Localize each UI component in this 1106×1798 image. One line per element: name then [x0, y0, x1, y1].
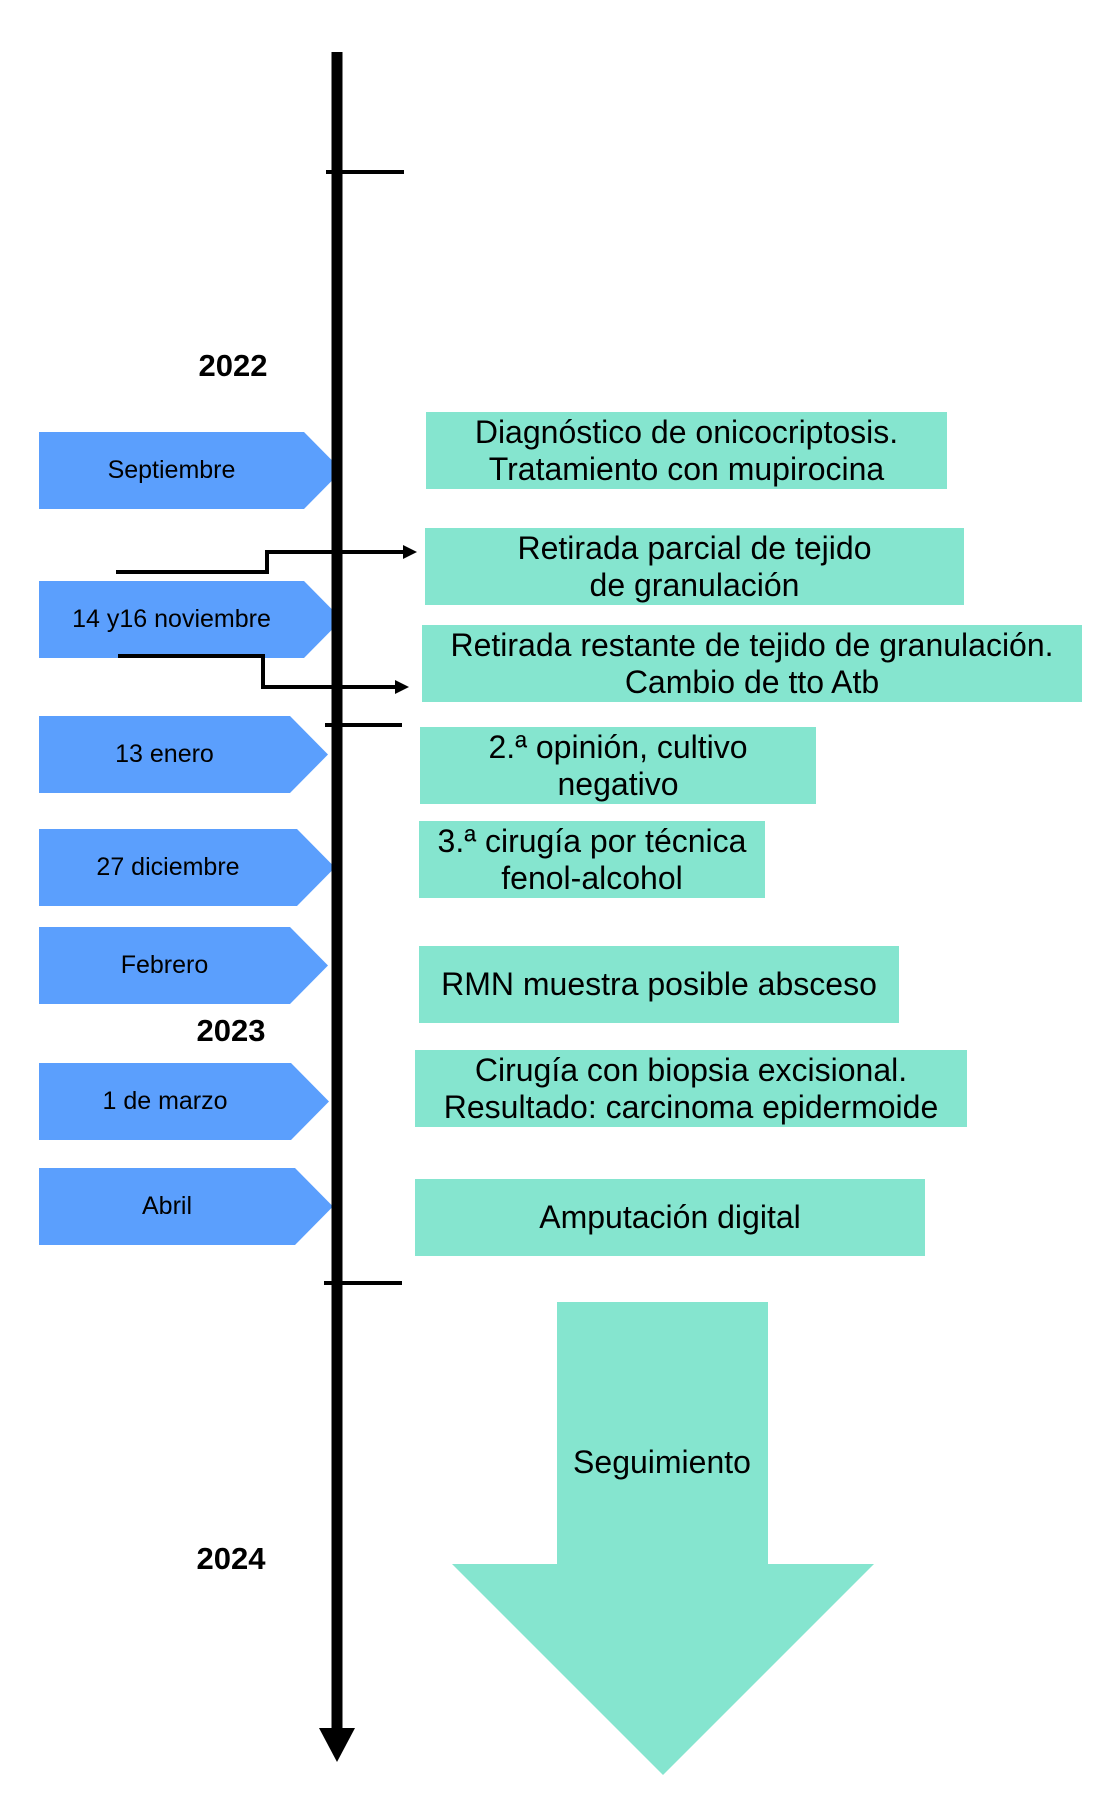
year-label-2022: 2022	[198, 348, 268, 383]
event-retirada-parcial: Retirada parcial de tejido de granulació…	[425, 528, 964, 605]
connector-lower	[118, 654, 396, 689]
date-arrow-1-marzo	[39, 1063, 329, 1140]
timeline-arrowhead-icon	[319, 1728, 355, 1762]
event-diagnostico: Diagnóstico de onicocriptosis. Tratamien…	[426, 412, 947, 489]
event-rmn: RMN muestra posible absceso	[419, 946, 899, 1023]
date-label-abril: Abril	[141, 1192, 192, 1220]
date-label-1-marzo: 1 de marzo	[102, 1087, 228, 1115]
date-arrow-septiembre	[39, 432, 342, 509]
date-label-febrero: Febrero	[120, 951, 209, 979]
date-arrow-shapes	[39, 432, 342, 1245]
date-arrow-27-diciembre	[39, 829, 335, 906]
follow-up-arrow	[452, 1302, 874, 1775]
year-label-2024: 2024	[196, 1541, 266, 1576]
event-amputacion: Amputación digital	[415, 1179, 925, 1256]
date-label-noviembre: 14 y16 noviembre	[72, 605, 271, 633]
event-biopsia: Cirugía con biopsia excisional. Resultad…	[415, 1050, 967, 1127]
date-arrow-13-enero	[39, 716, 328, 793]
connector-upper	[116, 550, 404, 574]
event-retirada-restante: Retirada restante de tejido de granulaci…	[422, 625, 1082, 702]
date-arrow-abril	[39, 1168, 333, 1245]
date-label-13-enero: 13 enero	[115, 740, 214, 768]
date-arrow-febrero	[39, 927, 328, 1004]
event-segunda-opinion: 2.ª opinión, cultivo negativo	[420, 727, 816, 804]
event-tercera-cirugia: 3.ª cirugía por técnica fenol-alcohol	[419, 821, 765, 898]
date-arrow-noviembre	[39, 581, 342, 658]
date-label-septiembre: Septiembre	[107, 456, 236, 484]
date-label-27-diciembre: 27 diciembre	[96, 853, 240, 881]
year-label-2023: 2023	[196, 1013, 266, 1048]
connector-upper-arrow-icon	[403, 545, 417, 559]
follow-up-label: Seguimiento	[573, 1444, 751, 1480]
connector-lower-arrow-icon	[395, 680, 409, 694]
